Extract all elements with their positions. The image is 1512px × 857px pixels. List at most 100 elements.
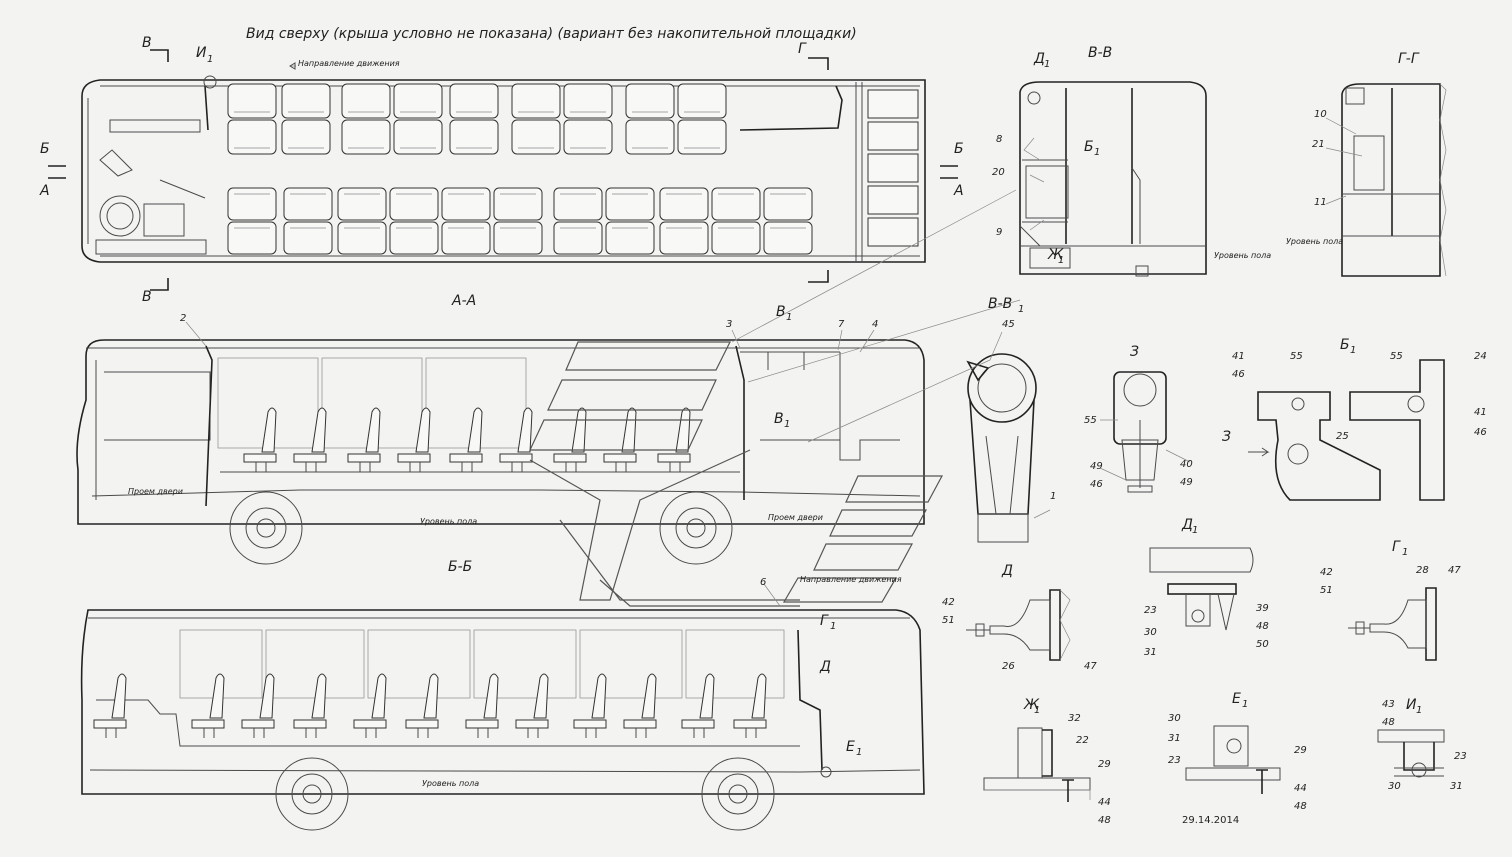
callout-aa-7: 7	[838, 319, 845, 330]
floor-level-label-aa: Уровень пола	[420, 517, 478, 526]
marker-a-left: А	[40, 183, 50, 199]
detail-g1	[1348, 587, 1437, 661]
marker-subscript: 1	[1018, 304, 1025, 315]
section-gg	[1341, 83, 1447, 277]
marker-a-right: А	[954, 183, 964, 199]
callout-i1-43: 43	[1382, 699, 1395, 710]
callout-b1-55b: 55	[1390, 351, 1403, 362]
plan-seat	[227, 119, 277, 155]
side-seat	[397, 407, 431, 472]
plan-seat	[605, 221, 655, 255]
callout-b1-55: 55	[1290, 351, 1303, 362]
plan-seat	[553, 221, 603, 255]
callout-vv-8: 8	[996, 134, 1003, 145]
side-seats-bb	[93, 673, 767, 738]
callout-d1-30: 30	[1144, 627, 1157, 638]
plan-seat	[711, 187, 761, 221]
side-seat	[515, 673, 549, 738]
marker-subscript: 1	[786, 312, 793, 323]
callout-e1-23: 23	[1168, 755, 1181, 766]
marker-subscript: 1	[830, 621, 837, 632]
side-seat	[623, 673, 657, 738]
callout-zh1-29: 29	[1098, 759, 1111, 770]
callout-z-49: 49	[1090, 461, 1103, 472]
side-seat	[733, 673, 767, 738]
marker-b-right: Б	[954, 141, 964, 157]
floor-level-label-vv: Уровень пола	[1214, 251, 1272, 260]
detail-title-b1: Б	[1340, 337, 1350, 353]
section-title-vv: В-В	[1088, 45, 1113, 61]
plan-seat	[441, 187, 491, 221]
marker-subscript: 1	[856, 747, 863, 758]
section-bb-side	[80, 609, 925, 831]
marker-subscript: 1	[1192, 525, 1199, 536]
side-seat	[553, 407, 587, 472]
plan-seat	[341, 83, 391, 119]
side-seat	[293, 407, 327, 472]
callout-e1-29: 29	[1294, 745, 1307, 756]
side-seat	[681, 673, 715, 738]
side-seat	[405, 673, 439, 738]
plan-seat	[677, 119, 727, 155]
callout-d1-48: 48	[1256, 621, 1269, 632]
plan-seat	[605, 187, 655, 221]
plan-seat	[625, 83, 675, 119]
callout-vv-9: 9	[996, 227, 1003, 238]
callout-d-51: 51	[942, 615, 955, 626]
detail-title-e1: Е	[1232, 691, 1241, 707]
plan-seat	[393, 83, 443, 119]
plan-seat	[553, 187, 603, 221]
detail-b1	[1248, 359, 1445, 501]
detail-v1v1	[966, 353, 1037, 543]
plan-seat-rows	[227, 83, 813, 255]
plan-seat	[227, 83, 277, 119]
callout-g1-28: 28	[1416, 565, 1429, 576]
marker-subscript: 1	[1402, 547, 1409, 558]
callout-zh1-44: 44	[1098, 797, 1111, 808]
callout-vv-20: 20	[992, 167, 1005, 178]
side-seat	[191, 673, 225, 738]
callout-gg-10: 10	[1314, 109, 1327, 120]
marker-subscript: 1	[207, 54, 214, 65]
side-seat	[353, 673, 387, 738]
marker-subscript: 1	[1094, 147, 1101, 158]
side-seat	[293, 673, 327, 738]
callout-d-47: 47	[1084, 661, 1097, 672]
marker-subscript: 1	[1034, 705, 1041, 716]
side-seat	[603, 407, 637, 472]
marker-d1: Д	[1034, 51, 1045, 67]
callout-aa-1: 1	[1050, 491, 1057, 502]
plan-seat	[659, 221, 709, 255]
callout-z-46: 46	[1090, 479, 1103, 490]
callout-zh1-48: 48	[1098, 815, 1111, 826]
plan-seat	[283, 221, 333, 255]
callout-g1-47: 47	[1448, 565, 1461, 576]
detail-i1	[1377, 729, 1445, 778]
detail-title-d: Д	[1002, 563, 1013, 579]
callout-e1-31: 31	[1168, 733, 1181, 744]
marker-b1-vv: Б	[1084, 139, 1094, 155]
callout-d1-31: 31	[1144, 647, 1157, 658]
side-seat	[573, 673, 607, 738]
section-vv	[1019, 81, 1207, 277]
callout-bb-6: 6	[760, 577, 767, 588]
plan-seat	[511, 83, 561, 119]
side-seat	[243, 407, 277, 472]
direction-label-mid: Направление движения	[800, 575, 902, 584]
section-title-v1v1: В-В	[988, 296, 1013, 312]
plan-seat	[337, 221, 387, 255]
door-opening-label-left: Проем двери	[128, 487, 183, 496]
side-seat	[499, 407, 533, 472]
marker-v-bottom: В	[142, 289, 152, 305]
floor-level-label-bb: Уровень пола	[422, 779, 480, 788]
callout-d1-50: 50	[1256, 639, 1269, 650]
detail-title-g1: Г	[1392, 539, 1400, 555]
plan-seat	[389, 187, 439, 221]
marker-b-left: Б	[40, 141, 50, 157]
plan-seat	[227, 187, 277, 221]
detail-title-i1: И	[1406, 697, 1417, 713]
detail-d	[966, 589, 1071, 661]
drawing-title: Вид сверху (крыша условно не показана) (…	[246, 26, 857, 42]
